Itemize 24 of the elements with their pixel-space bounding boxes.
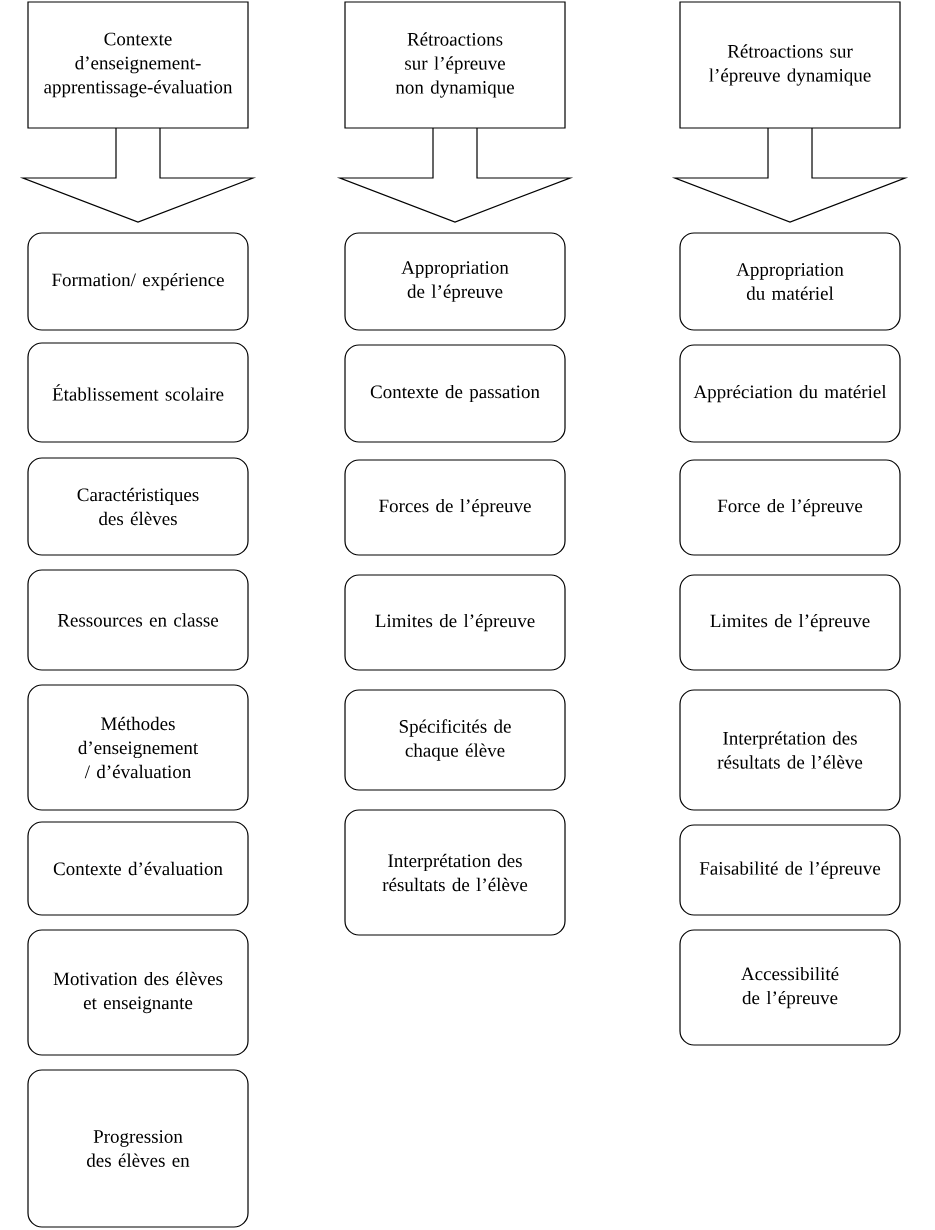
rounded-box: Interprétation des résultats de l’élève [679,689,901,811]
rounded-box: Force de l’épreuve [679,459,901,556]
rounded-box: Appropriation du matériel [679,232,901,331]
rounded-box: Appropriation de l’épreuve [344,232,566,331]
rounded-box: Progression des élèves en [27,1069,249,1228]
callout-box: Rétroactions sur l’épreuve non dynamique [336,1,574,223]
rounded-box: Contexte de passation [344,344,566,443]
callout-box: Rétroactions sur l’épreuve dynamique [671,1,909,223]
rounded-box: Limites de l’épreuve [344,574,566,671]
rounded-box: Forces de l’épreuve [344,459,566,556]
rounded-box: Limites de l’épreuve [679,574,901,671]
rounded-box: Caractéristiques des élèves [27,457,249,556]
rounded-box: Motivation des élèves et enseignante [27,929,249,1056]
rounded-box: Établissement scolaire [27,342,249,443]
rounded-box: Formation/ expérience [27,232,249,331]
rounded-box: Faisabilité de l’épreuve [679,824,901,916]
rounded-box: Appréciation du matériel [679,344,901,443]
rounded-box: Ressources en classe [27,569,249,671]
rounded-box: Spécificités de chaque élève [344,689,566,791]
rounded-box: Contexte d’évaluation [27,821,249,916]
callout-box: Contexte d’enseignement-apprentissage-évaluation [19,1,257,223]
rounded-box: Méthodes d’enseignement / d’évaluation [27,684,249,811]
rounded-box: Interprétation des résultats de l’élève [344,809,566,936]
rounded-box: Accessibilité de l’épreuve [679,929,901,1046]
